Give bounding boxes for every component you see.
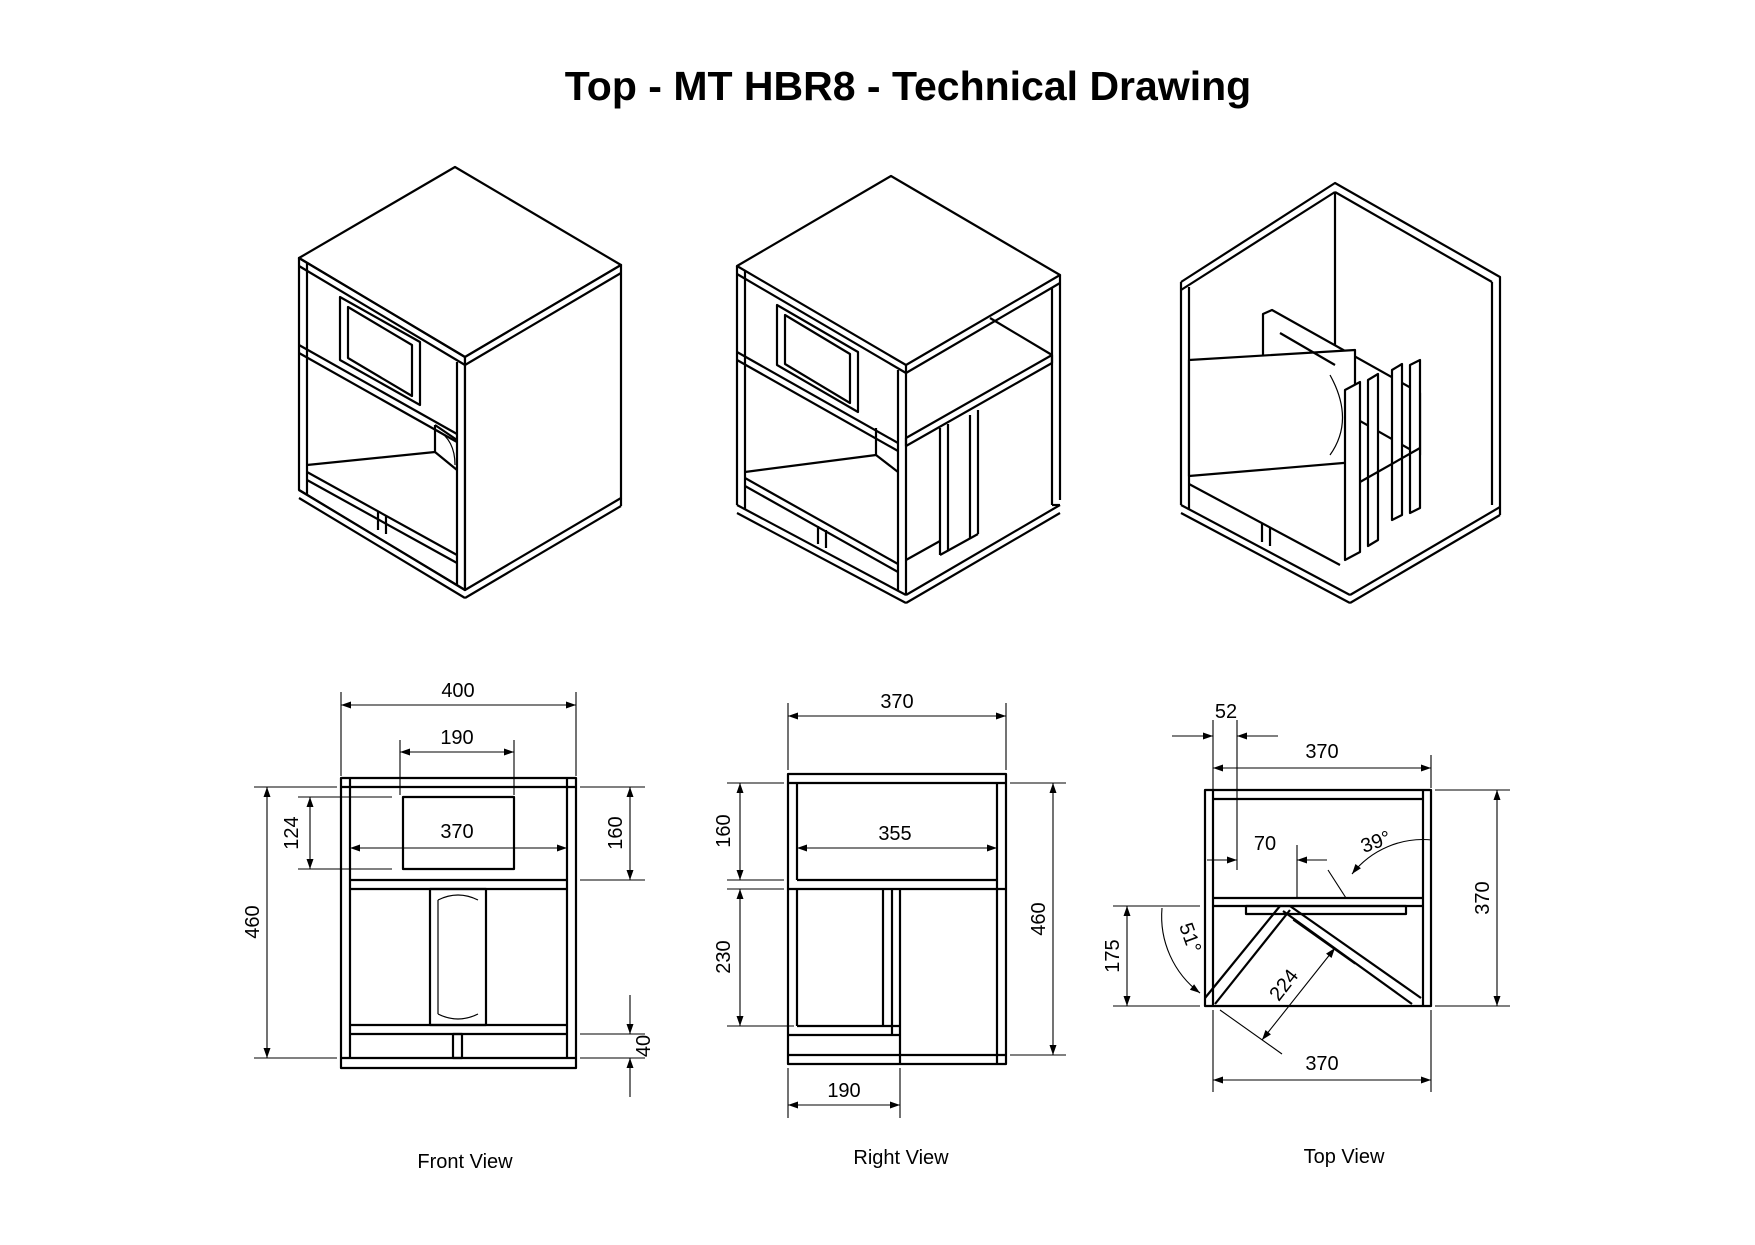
dim-front-base: 40 [633, 1035, 655, 1057]
dim-right-top-section: 160 [713, 814, 735, 847]
caption-top-view: Top View [1304, 1146, 1385, 1168]
caption-right-view: Right View [853, 1147, 949, 1169]
dim-front-inner-width: 370 [440, 821, 473, 843]
dim-top-horn-length: 224 [1265, 965, 1303, 1005]
dim-right-base-depth: 190 [827, 1080, 860, 1102]
dim-front-height: 460 [242, 905, 264, 938]
dim-right-height: 460 [1028, 902, 1050, 935]
right-view [786, 772, 1008, 1066]
dim-front-width: 400 [441, 680, 474, 702]
dim-front-port-width: 190 [440, 727, 473, 749]
dim-top-angle-left: 51° [1174, 920, 1205, 956]
dim-top-width-bottom: 370 [1305, 1053, 1338, 1075]
top-view [1203, 788, 1433, 1008]
dim-right-inner-depth: 355 [878, 823, 911, 845]
front-view-dimensions: 400 190 370 124 160 460 40 [242, 680, 655, 1097]
dim-top-depth: 370 [1472, 881, 1494, 914]
caption-front-view: Front View [417, 1151, 513, 1173]
isometric-view-closed [297, 165, 623, 599]
dim-front-port-height: 124 [281, 816, 303, 849]
dim-top-gap: 70 [1254, 833, 1276, 855]
right-view-dimensions: 370 355 160 230 460 190 [713, 691, 1066, 1118]
isometric-view-internal [1179, 181, 1502, 604]
drawing-title: Top - MT HBR8 - Technical Drawing [565, 63, 1251, 109]
isometric-view-cutaway-side [735, 174, 1062, 604]
dim-front-top-section: 160 [605, 816, 627, 849]
dim-right-chamber: 230 [713, 940, 735, 973]
dim-top-offset: 52 [1215, 701, 1237, 723]
dim-right-depth: 370 [880, 691, 913, 713]
front-view [339, 776, 578, 1070]
dim-top-angle-right: 39° [1358, 827, 1394, 858]
dim-top-side-height: 175 [1102, 939, 1124, 972]
top-view-dimensions: 52 370 70 39° 175 51° 224 370 370 [1102, 701, 1510, 1092]
dim-top-width-top: 370 [1305, 741, 1338, 763]
